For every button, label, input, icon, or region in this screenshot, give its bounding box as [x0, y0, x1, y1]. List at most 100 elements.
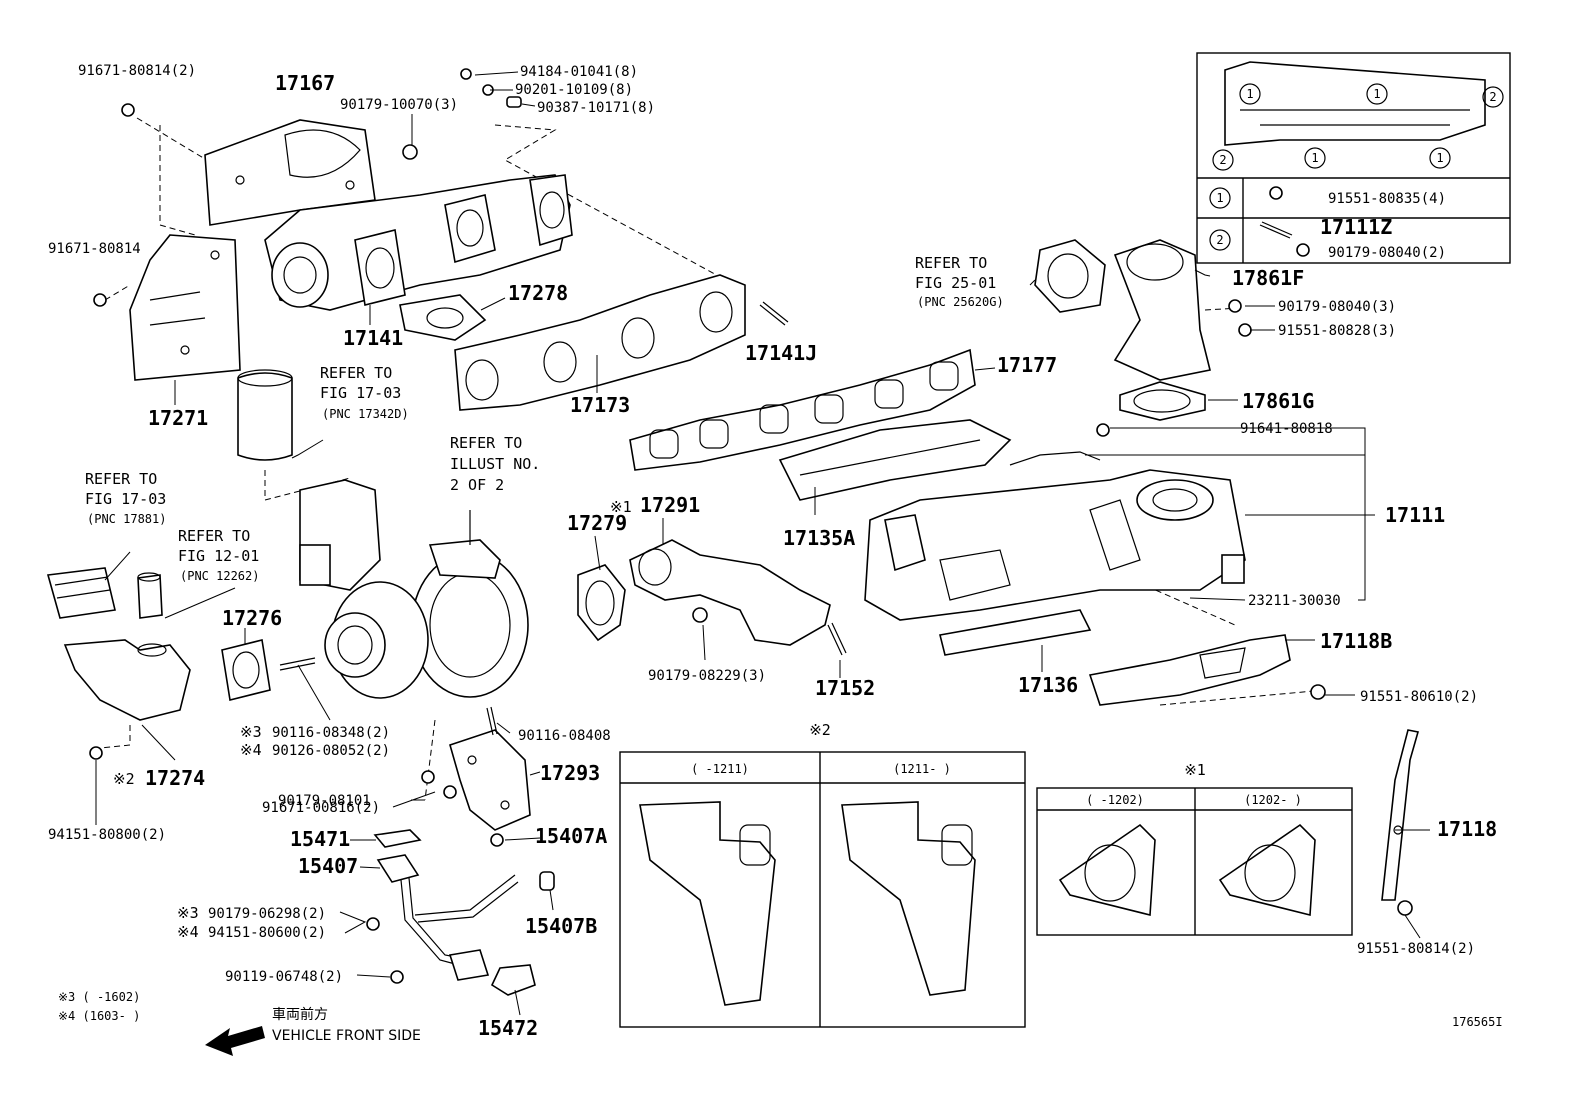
stud-17141J: [759, 301, 789, 326]
stud-17152: [827, 622, 847, 656]
heat-insulator-17167: [204, 119, 376, 226]
gasket-17278: [399, 294, 487, 341]
label-91551-80814-2: 91551-80814(2): [1357, 941, 1475, 957]
refer-illust-l2: ILLUST NO.: [450, 455, 540, 473]
label-90387-10171-8: 90387-10171(8): [537, 100, 655, 116]
mark-3-a: ※3: [240, 723, 262, 741]
label-94184-01041-8: 94184-01041(8): [520, 64, 638, 80]
label-90119-06748-2: 90119-06748(2): [225, 969, 343, 985]
variant-box-1-left-range: ( -1202): [1086, 793, 1144, 807]
refer-17342D-l3: (PNC 17342D): [322, 407, 409, 421]
inset-row2-part-a: 17111Z: [1320, 215, 1392, 239]
gasket-17276: [221, 639, 271, 701]
mark-2-near-17274: ※2: [113, 770, 135, 788]
gasket-17177: [629, 348, 976, 471]
mark-1-near-17291: ※1: [610, 498, 632, 516]
variant-box-1: ※1 ( -1202) (1202- ): [1036, 761, 1353, 936]
leader-lines: [95, 71, 1430, 1016]
bracket-17118: [1381, 729, 1420, 901]
label-17111: 17111: [1385, 503, 1445, 527]
refer-25620G-l2: FIG 25-01: [915, 274, 996, 292]
label-17278: 17278: [508, 281, 568, 305]
refer-17881-l1: REFER TO: [85, 470, 157, 488]
fastener-inset-table: 1 1 2 2 1 1 1 2 91551-80835(4) 17111Z 90…: [1196, 52, 1511, 264]
inset-row1-part: 91551-80835(4): [1328, 191, 1446, 207]
refer-17881-l2: FIG 17-03: [85, 490, 166, 508]
label-91551-80610-2: 91551-80610(2): [1360, 689, 1478, 705]
label-91641-80818: 91641-80818: [1240, 421, 1333, 437]
bolts-and-nuts: [89, 68, 1413, 984]
inset-row1-key: 1: [1216, 191, 1223, 205]
label-17136: 17136: [1018, 673, 1078, 697]
refer-17342D-l1: REFER TO: [320, 364, 392, 382]
egr-gasket-left: [1034, 239, 1106, 313]
diagram-id: 176565I: [1452, 1015, 1503, 1029]
label-90179-08101: 90179-08101: [278, 793, 371, 809]
label-17118: 17118: [1437, 817, 1497, 841]
inset-row2-part-b: 90179-08040(2): [1328, 245, 1446, 261]
intake-manifold-17111: [864, 451, 1246, 621]
pipe-17291: [629, 539, 831, 646]
refer-25620G-l3: (PNC 25620G): [917, 295, 1004, 309]
refer-illust-l3: 2 OF 2: [450, 476, 504, 494]
label-17173: 17173: [570, 393, 630, 417]
label-90179-10070-3: 90179-10070(3): [340, 97, 458, 113]
label-17152: 17152: [815, 676, 875, 700]
label-17177: 17177: [997, 353, 1057, 377]
label-94151-80800-2: 94151-80800(2): [48, 827, 166, 843]
label-17274: 17274: [145, 766, 205, 790]
gasket-17136: [939, 609, 1092, 656]
variant-box-1-mark: ※1: [1184, 761, 1206, 779]
variant-box-1-right-range: (1202- ): [1244, 793, 1302, 807]
inset-callout-1d: 1: [1436, 151, 1443, 165]
studs-90116-08348: [279, 657, 316, 671]
label-15407A: 15407A: [535, 824, 607, 848]
label-17861F: 17861F: [1232, 266, 1304, 290]
label-90116-08348-2: 90116-08348(2): [272, 725, 390, 741]
variant-box-2-left-range: ( -1211): [691, 762, 749, 776]
refer-17342D-l2: FIG 17-03: [320, 384, 401, 402]
inset-callout-2a: 2: [1489, 90, 1496, 104]
variant-box-2-right-range: (1211- ): [893, 762, 951, 776]
label-17141J: 17141J: [745, 341, 817, 365]
label-15407: 15407: [298, 854, 358, 878]
refer-illust-l1: REFER TO: [450, 434, 522, 452]
refer-12262-l3: (PNC 12262): [180, 569, 259, 583]
label-17167: 17167: [275, 71, 335, 95]
turbocharger: [299, 479, 529, 699]
legend-front-jp: 車両前方: [272, 1006, 328, 1023]
label-91671-80814: 91671-80814: [48, 241, 141, 257]
mark-3-b: ※3: [177, 904, 199, 922]
label-17135A: 17135A: [783, 526, 855, 550]
refer-12262-l1: REFER TO: [178, 527, 250, 545]
label-17276: 17276: [222, 606, 282, 630]
label-17291: 17291: [640, 493, 700, 517]
label-15472: 15472: [478, 1016, 538, 1040]
hose-17881: [46, 567, 116, 619]
label-90179-08040-3: 90179-08040(3): [1278, 299, 1396, 315]
gasket-17861G: [1119, 381, 1206, 421]
inset-callout-1b: 1: [1373, 87, 1380, 101]
label-15407B: 15407B: [525, 914, 597, 938]
refer-12262-l2: FIG 12-01: [178, 547, 259, 565]
gasket-15471: [373, 829, 422, 848]
label-91671-80814-2: 91671-80814(2): [78, 63, 196, 79]
gasket-15472: [490, 964, 536, 996]
inset-row2-key: 2: [1216, 233, 1223, 247]
label-17293: 17293: [540, 761, 600, 785]
hose-12262: [137, 572, 163, 619]
label-23211-30030: 23211-30030: [1248, 593, 1341, 609]
gasket-17279: [577, 564, 626, 642]
oil-pipe-15407: [376, 854, 519, 981]
label-17279: 17279: [567, 511, 627, 535]
insulator-17118B: [1088, 634, 1291, 706]
legend-notes: ※3 ( -1602) ※4 (1603- ) 車両前方 VEHICLE FRO…: [58, 990, 1503, 1044]
exhaust-manifold-17141: [264, 174, 573, 311]
label-90116-08408: 90116-08408: [518, 728, 611, 744]
label-94151-80600-2: 94151-80600(2): [208, 925, 326, 941]
label-91671-00816-2: 91671-00816(2): [262, 800, 380, 816]
bracket-17293: [449, 729, 531, 831]
variant-box-2: ※2 ( -1211) (1211- ): [619, 721, 1026, 1028]
